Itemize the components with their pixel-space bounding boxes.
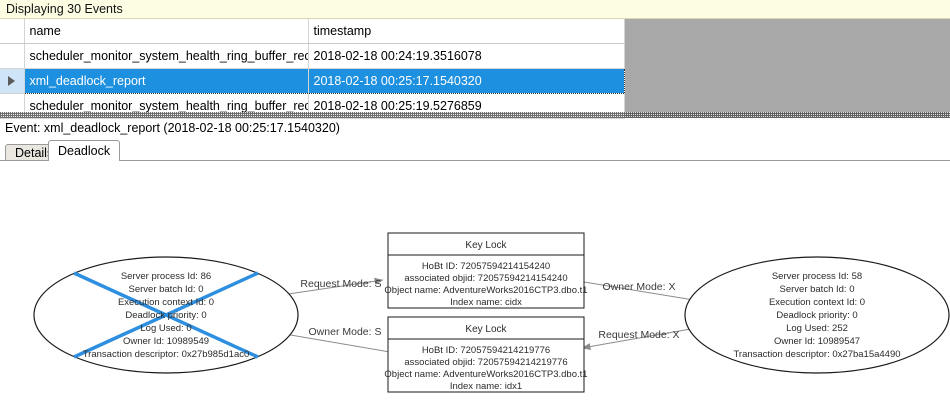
keylock-top-title: Key Lock	[465, 240, 507, 251]
edge-label-left-request: Request Mode: S	[300, 278, 381, 290]
process-right-line-4: Log Used: 252	[786, 323, 848, 334]
process-left-line-6: Transaction descriptor: 0x27b985d1ac0	[83, 349, 250, 360]
edge-label-right-owner: Owner Mode: X	[603, 281, 676, 293]
event-detail-title: Event: xml_deadlock_report (2018-02-18 0…	[5, 121, 340, 135]
edge-label-right-request: Request Mode: X	[598, 329, 679, 341]
events-table[interactable]: name timestamp scheduler_monitor_system_…	[0, 19, 625, 119]
cell-timestamp[interactable]: 2018-02-18 00:24:19.3516078	[308, 43, 625, 69]
row-arrow-icon	[8, 75, 16, 86]
process-right-line-3: Deadlock priority: 0	[776, 310, 857, 321]
keylock-bottom-line-2: Object name: AdventureWorks2016CTP3.dbo.…	[384, 369, 587, 380]
process-right-line-2: Execution context Id: 0	[769, 297, 865, 308]
table-row[interactable]: scheduler_monitor_system_health_ring_buf…	[0, 43, 625, 69]
column-header-selector[interactable]	[0, 19, 25, 44]
edge-right-owner: Owner Mode: X	[583, 281, 707, 305]
keylock-top-line-1: associated objid: 72057594214154240	[404, 273, 567, 284]
column-header-timestamp[interactable]: timestamp	[308, 19, 625, 44]
keylock-bottom-line-0: HoBt ID: 72057594214219776	[422, 345, 550, 356]
cell-name[interactable]: scheduler_monitor_system_health_ring_buf…	[24, 43, 309, 69]
process-left-line-5: Owner Id: 10989549	[123, 336, 209, 347]
cell-name[interactable]: xml_deadlock_report	[23, 68, 309, 94]
victim-cross-icon	[73, 271, 259, 359]
process-left-line-2: Execution context Id: 0	[118, 297, 214, 308]
displaying-events-banner: Displaying 30 Events	[0, 0, 950, 19]
column-header-name[interactable]: name	[24, 19, 309, 44]
horizontal-splitter[interactable]	[0, 112, 950, 118]
keylock-bottom-title: Key Lock	[465, 324, 507, 335]
detail-tabstrip[interactable]: Details Deadlock	[0, 140, 950, 161]
process-left-line-4: Log Used: 0	[140, 323, 191, 334]
process-left-line-1: Server batch Id: 0	[129, 284, 204, 295]
row-selector-cell[interactable]	[0, 68, 25, 94]
cell-timestamp[interactable]: 2018-02-18 00:25:17.1540320	[308, 68, 625, 94]
process-node-right[interactable]: Server process Id: 58 Server batch Id: 0…	[684, 256, 950, 374]
tab-deadlock[interactable]: Deadlock	[48, 140, 121, 161]
keylock-top-line-0: HoBt ID: 72057594214154240	[422, 261, 550, 272]
process-right-line-5: Owner Id: 10989547	[774, 336, 860, 347]
keylock-bottom-line-3: Index name: idx1	[450, 381, 522, 392]
process-left-line-0: Server process Id: 86	[121, 271, 211, 282]
process-right-line-0: Server process Id: 58	[772, 271, 862, 282]
event-detail-header: Event: xml_deadlock_report (2018-02-18 0…	[0, 119, 950, 139]
resource-node-keylock-bottom[interactable]: Key Lock HoBt ID: 72057594214219776 asso…	[384, 316, 588, 393]
process-node-left[interactable]: Server process Id: 86 Server batch Id: 0…	[33, 256, 299, 374]
table-header-row: name timestamp	[0, 19, 625, 44]
edge-left-owner: Owner Mode: S	[272, 326, 391, 353]
keylock-top-line-2: Object name: AdventureWorks2016CTP3.dbo.…	[384, 285, 587, 296]
process-left-line-3: Deadlock priority: 0	[125, 310, 206, 321]
events-grid[interactable]: name timestamp scheduler_monitor_system_…	[0, 19, 950, 119]
edge-right-request: Request Mode: X	[581, 326, 703, 350]
resource-node-keylock-top[interactable]: Key Lock HoBt ID: 72057594214154240 asso…	[384, 232, 588, 309]
edge-label-left-owner: Owner Mode: S	[309, 326, 382, 338]
deadlock-graph-canvas[interactable]: Request Mode: S Owner Mode: S Owner Mode…	[0, 162, 950, 400]
keylock-bottom-line-1: associated objid: 72057594214219776	[404, 357, 567, 368]
keylock-top-line-3: Index name: cidx	[450, 297, 522, 308]
process-right-line-6: Transaction descriptor: 0x27ba15a4490	[733, 349, 900, 360]
process-right-line-1: Server batch Id: 0	[780, 284, 855, 295]
row-selector-cell[interactable]	[0, 43, 25, 69]
displaying-events-text: Displaying 30 Events	[6, 2, 123, 16]
table-row[interactable]: xml_deadlock_report 2018-02-18 00:25:17.…	[0, 68, 625, 94]
